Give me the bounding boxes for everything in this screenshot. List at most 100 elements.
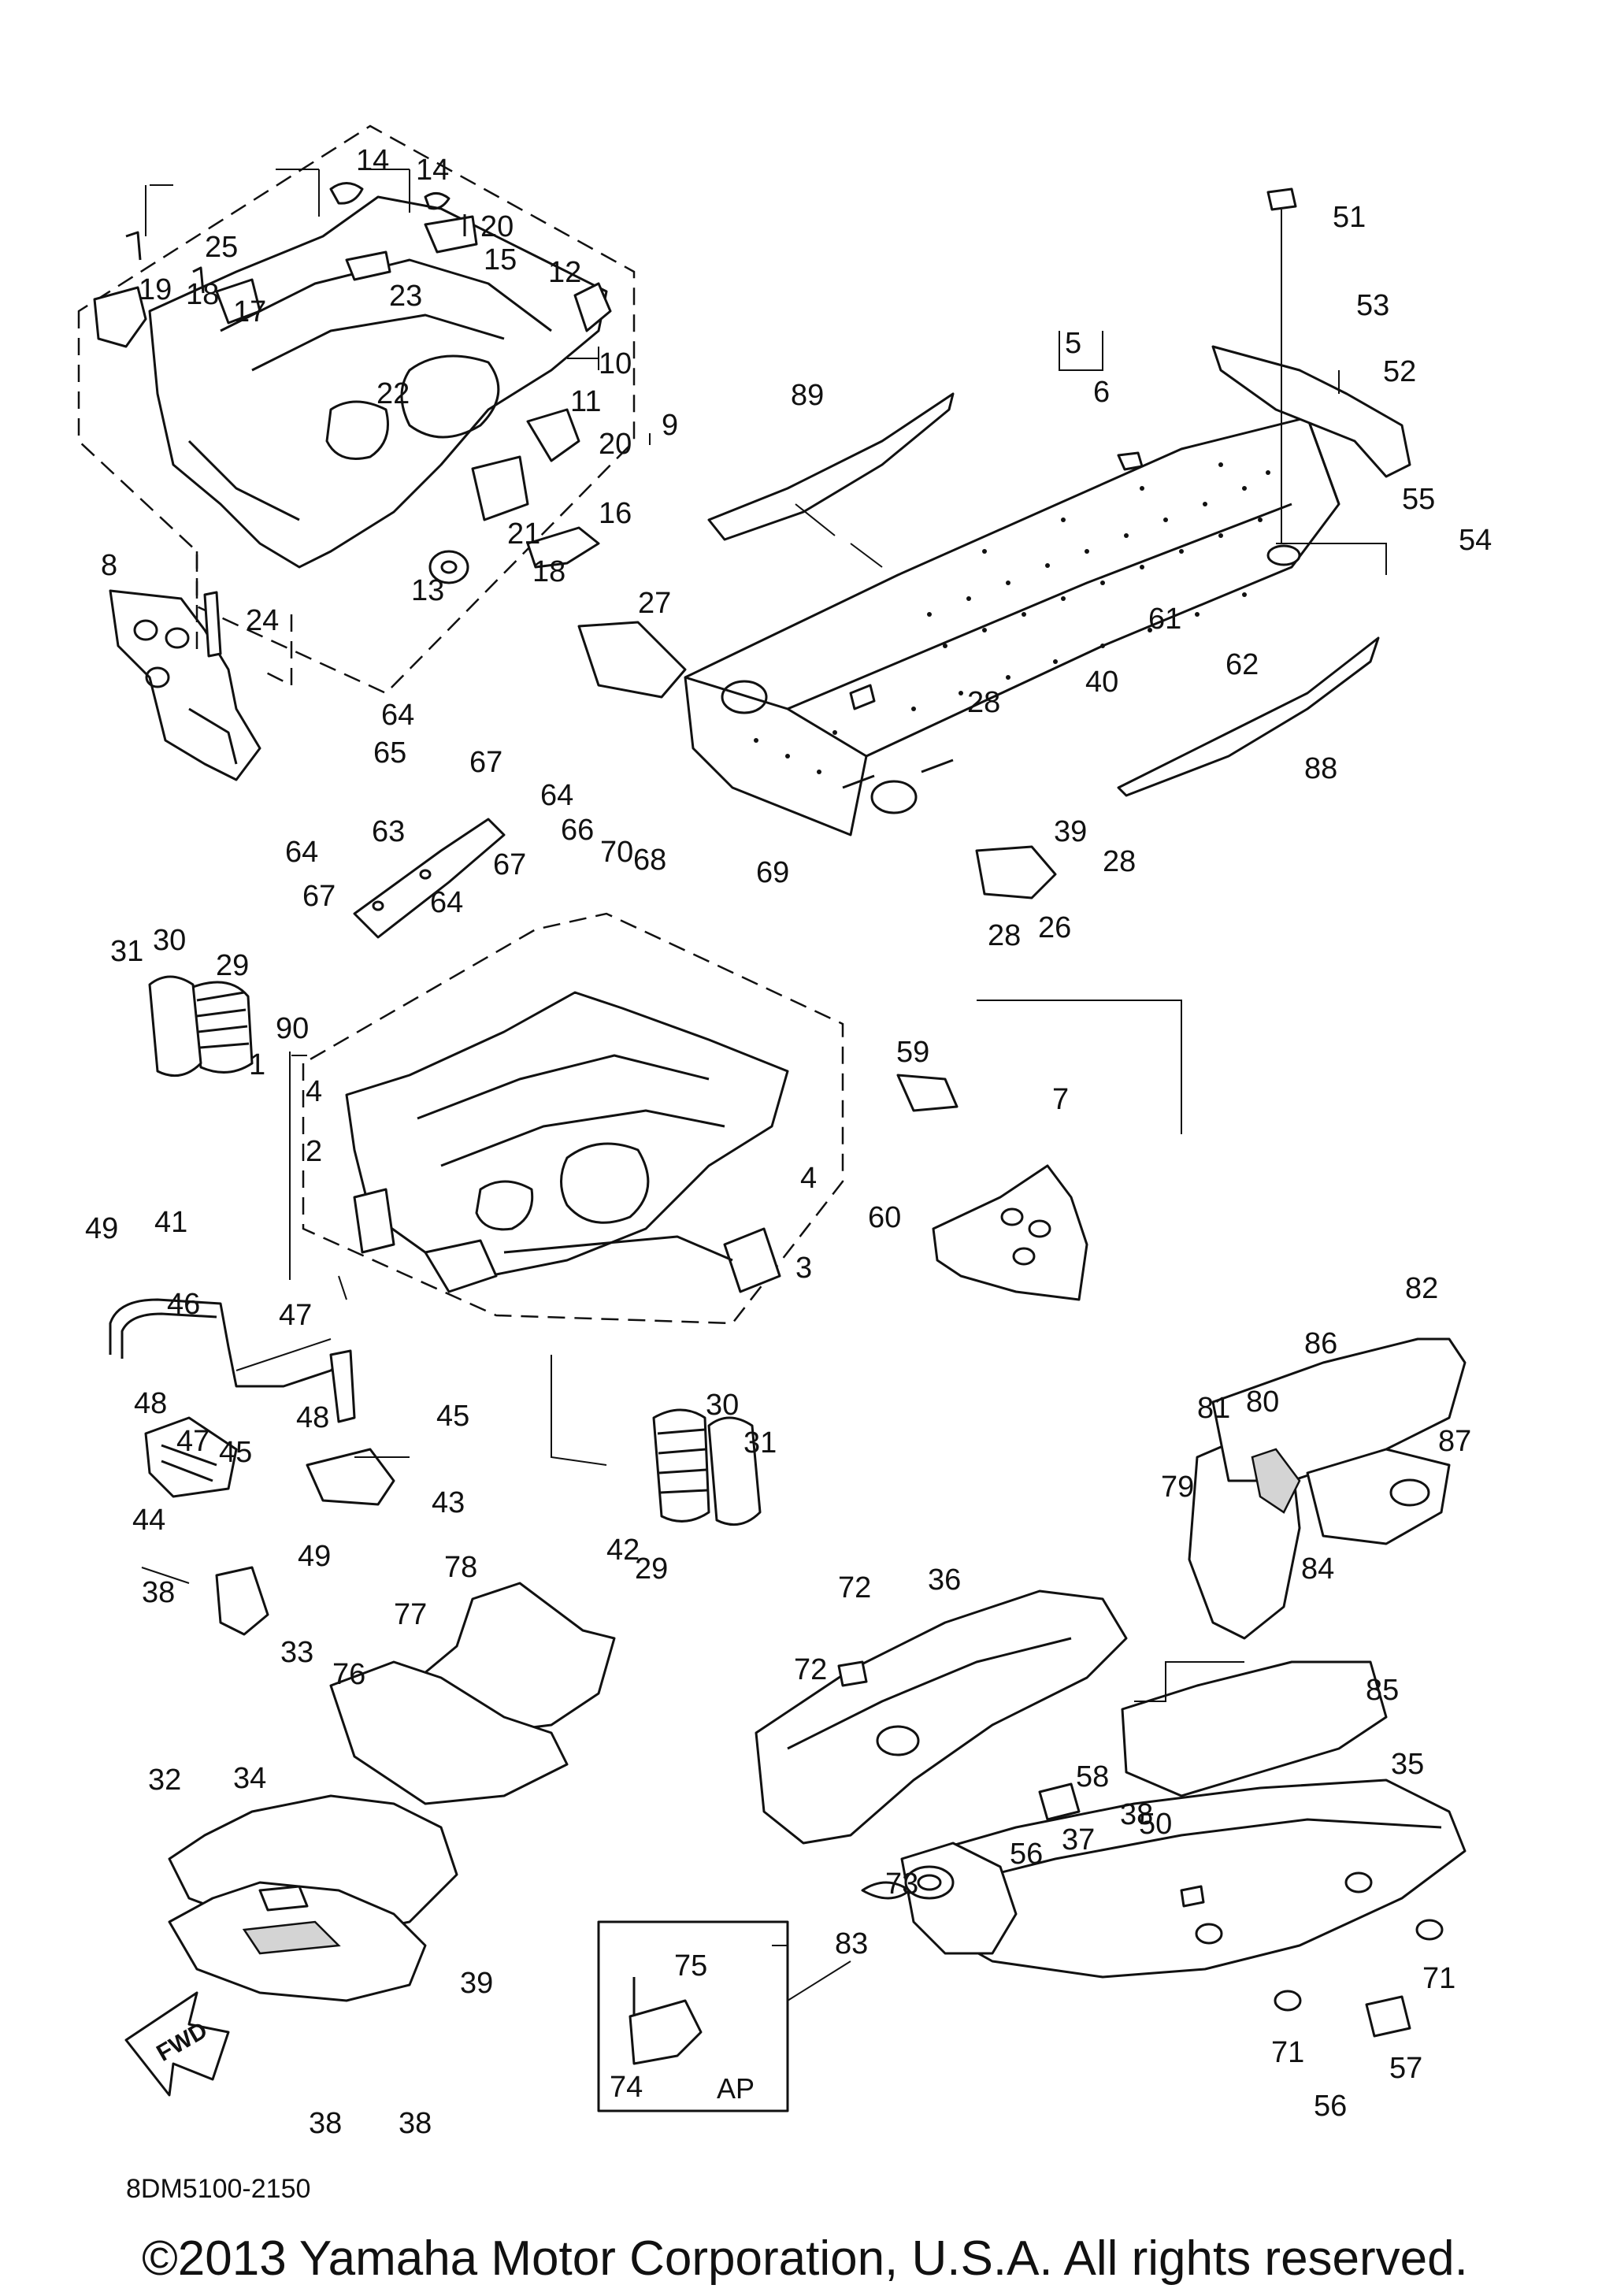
- callout-28: 28: [988, 919, 1021, 952]
- callout-43: 43: [432, 1486, 465, 1519]
- part-84-panel: [1306, 1448, 1451, 1545]
- callout-14: 14: [416, 154, 449, 187]
- part-24-rod: [203, 591, 222, 658]
- callout-75: 75: [674, 1949, 707, 1983]
- fasteners: [837, 1660, 1444, 2038]
- callout-83: 83: [835, 1927, 868, 1960]
- callout-72: 72: [794, 1653, 827, 1686]
- callout-64: 64: [430, 886, 463, 919]
- callout-20: 20: [599, 428, 632, 461]
- callout-67: 67: [302, 880, 336, 913]
- dashed-assembly-boundary-middle: [302, 912, 844, 1325]
- callout-56: 56: [1010, 1838, 1043, 1871]
- callout-38: 38: [309, 2107, 342, 2140]
- callout-13: 13: [411, 574, 444, 607]
- part-34-trim: [258, 1885, 309, 1912]
- callout-56: 56: [1314, 2090, 1347, 2123]
- front-frame-subassembly: [77, 124, 636, 695]
- callout-39: 39: [1054, 815, 1087, 848]
- part-51-cap: [1266, 187, 1297, 211]
- callout-19: 19: [139, 273, 172, 306]
- callout-49: 49: [298, 1540, 331, 1573]
- part-8-side-panel: [109, 589, 261, 781]
- callout-17: 17: [233, 295, 266, 328]
- part-33-bracket: [215, 1566, 269, 1636]
- callout-2: 2: [306, 1135, 322, 1168]
- callout-84: 84: [1301, 1552, 1334, 1586]
- callout-28: 28: [1103, 845, 1136, 878]
- part-89-strip: [707, 392, 955, 541]
- callout-77: 77: [394, 1598, 427, 1631]
- callout-44: 44: [132, 1504, 165, 1537]
- callout-48: 48: [296, 1401, 329, 1434]
- callout-78: 78: [444, 1551, 477, 1584]
- callout-12: 12: [548, 256, 581, 289]
- callout-38: 38: [399, 2107, 432, 2140]
- front-frame-upper: [148, 195, 608, 569]
- part-80-insert: [1251, 1448, 1301, 1514]
- callout-11: 11: [570, 385, 601, 418]
- callout-21: 21: [507, 517, 540, 551]
- leader-lines: [141, 169, 1387, 2001]
- callout-55: 55: [1402, 483, 1435, 516]
- part-30-gasket-left: [148, 975, 202, 1078]
- callout-89: 89: [791, 379, 824, 412]
- callout-9: 9: [662, 409, 678, 442]
- callout-42: 42: [606, 1534, 640, 1567]
- callout-51: 51: [1333, 201, 1366, 234]
- callout-79: 79: [1161, 1471, 1194, 1504]
- callout-47: 47: [279, 1299, 312, 1332]
- callout-28: 28: [967, 686, 1000, 719]
- callout-66: 66: [561, 814, 594, 847]
- callout-64: 64: [540, 779, 573, 812]
- callout-38: 38: [1120, 1798, 1153, 1831]
- callout-90: 90: [276, 1012, 309, 1045]
- callout-80: 80: [1246, 1385, 1279, 1419]
- ap-inset: [597, 1920, 789, 2112]
- callout-33: 33: [280, 1636, 313, 1669]
- callout-31: 31: [110, 935, 143, 968]
- callout-59: 59: [896, 1036, 929, 1069]
- front-frame-bracket-left: [93, 286, 147, 348]
- part-30-gasket-right: [707, 1416, 762, 1526]
- callout-30: 30: [706, 1389, 739, 1422]
- tunnel-rivet-pattern: [754, 462, 1270, 774]
- part-43-bracket: [306, 1448, 395, 1506]
- callout-30: 30: [153, 924, 186, 957]
- callout-24: 24: [246, 604, 279, 637]
- callout-82: 82: [1405, 1272, 1438, 1305]
- part-29-boot-right: [652, 1408, 710, 1523]
- part-88-strip: [1117, 636, 1380, 797]
- part-1-main-frame: [345, 991, 789, 1293]
- callout-70: 70: [600, 836, 633, 869]
- callout-18: 18: [532, 555, 565, 588]
- callout-81: 81: [1197, 1392, 1230, 1425]
- callout-18: 18: [186, 278, 219, 311]
- callout-20: 20: [480, 210, 514, 243]
- callout-53: 53: [1356, 289, 1389, 322]
- part-41-bumper: [109, 1298, 348, 1402]
- callout-48: 48: [134, 1387, 167, 1420]
- callout-69: 69: [756, 856, 789, 889]
- callout-14: 14: [356, 144, 389, 177]
- callout-31: 31: [743, 1426, 777, 1460]
- callout-60: 60: [868, 1201, 901, 1234]
- callout-67: 67: [493, 848, 526, 881]
- callout-63: 63: [372, 815, 405, 848]
- part-29-boot-left: [187, 981, 254, 1074]
- callout-76: 76: [332, 1658, 365, 1691]
- part-5-tunnel: [684, 416, 1340, 836]
- callout-50: 50: [1139, 1808, 1172, 1841]
- part-52-bracket: [1211, 345, 1411, 478]
- part-7-rear-frame: [932, 1164, 1088, 1301]
- callout-36: 36: [928, 1563, 961, 1597]
- callout-72: 72: [838, 1571, 871, 1604]
- callout-74: 74: [610, 2071, 643, 2104]
- callout-71: 71: [1271, 2036, 1304, 2069]
- callout-22: 22: [376, 377, 410, 410]
- callout-87: 87: [1438, 1425, 1471, 1458]
- callout-10: 10: [599, 347, 632, 380]
- callout-4: 4: [306, 1075, 322, 1108]
- callout-71: 71: [1422, 1962, 1455, 1995]
- callout-6: 6: [1093, 376, 1110, 409]
